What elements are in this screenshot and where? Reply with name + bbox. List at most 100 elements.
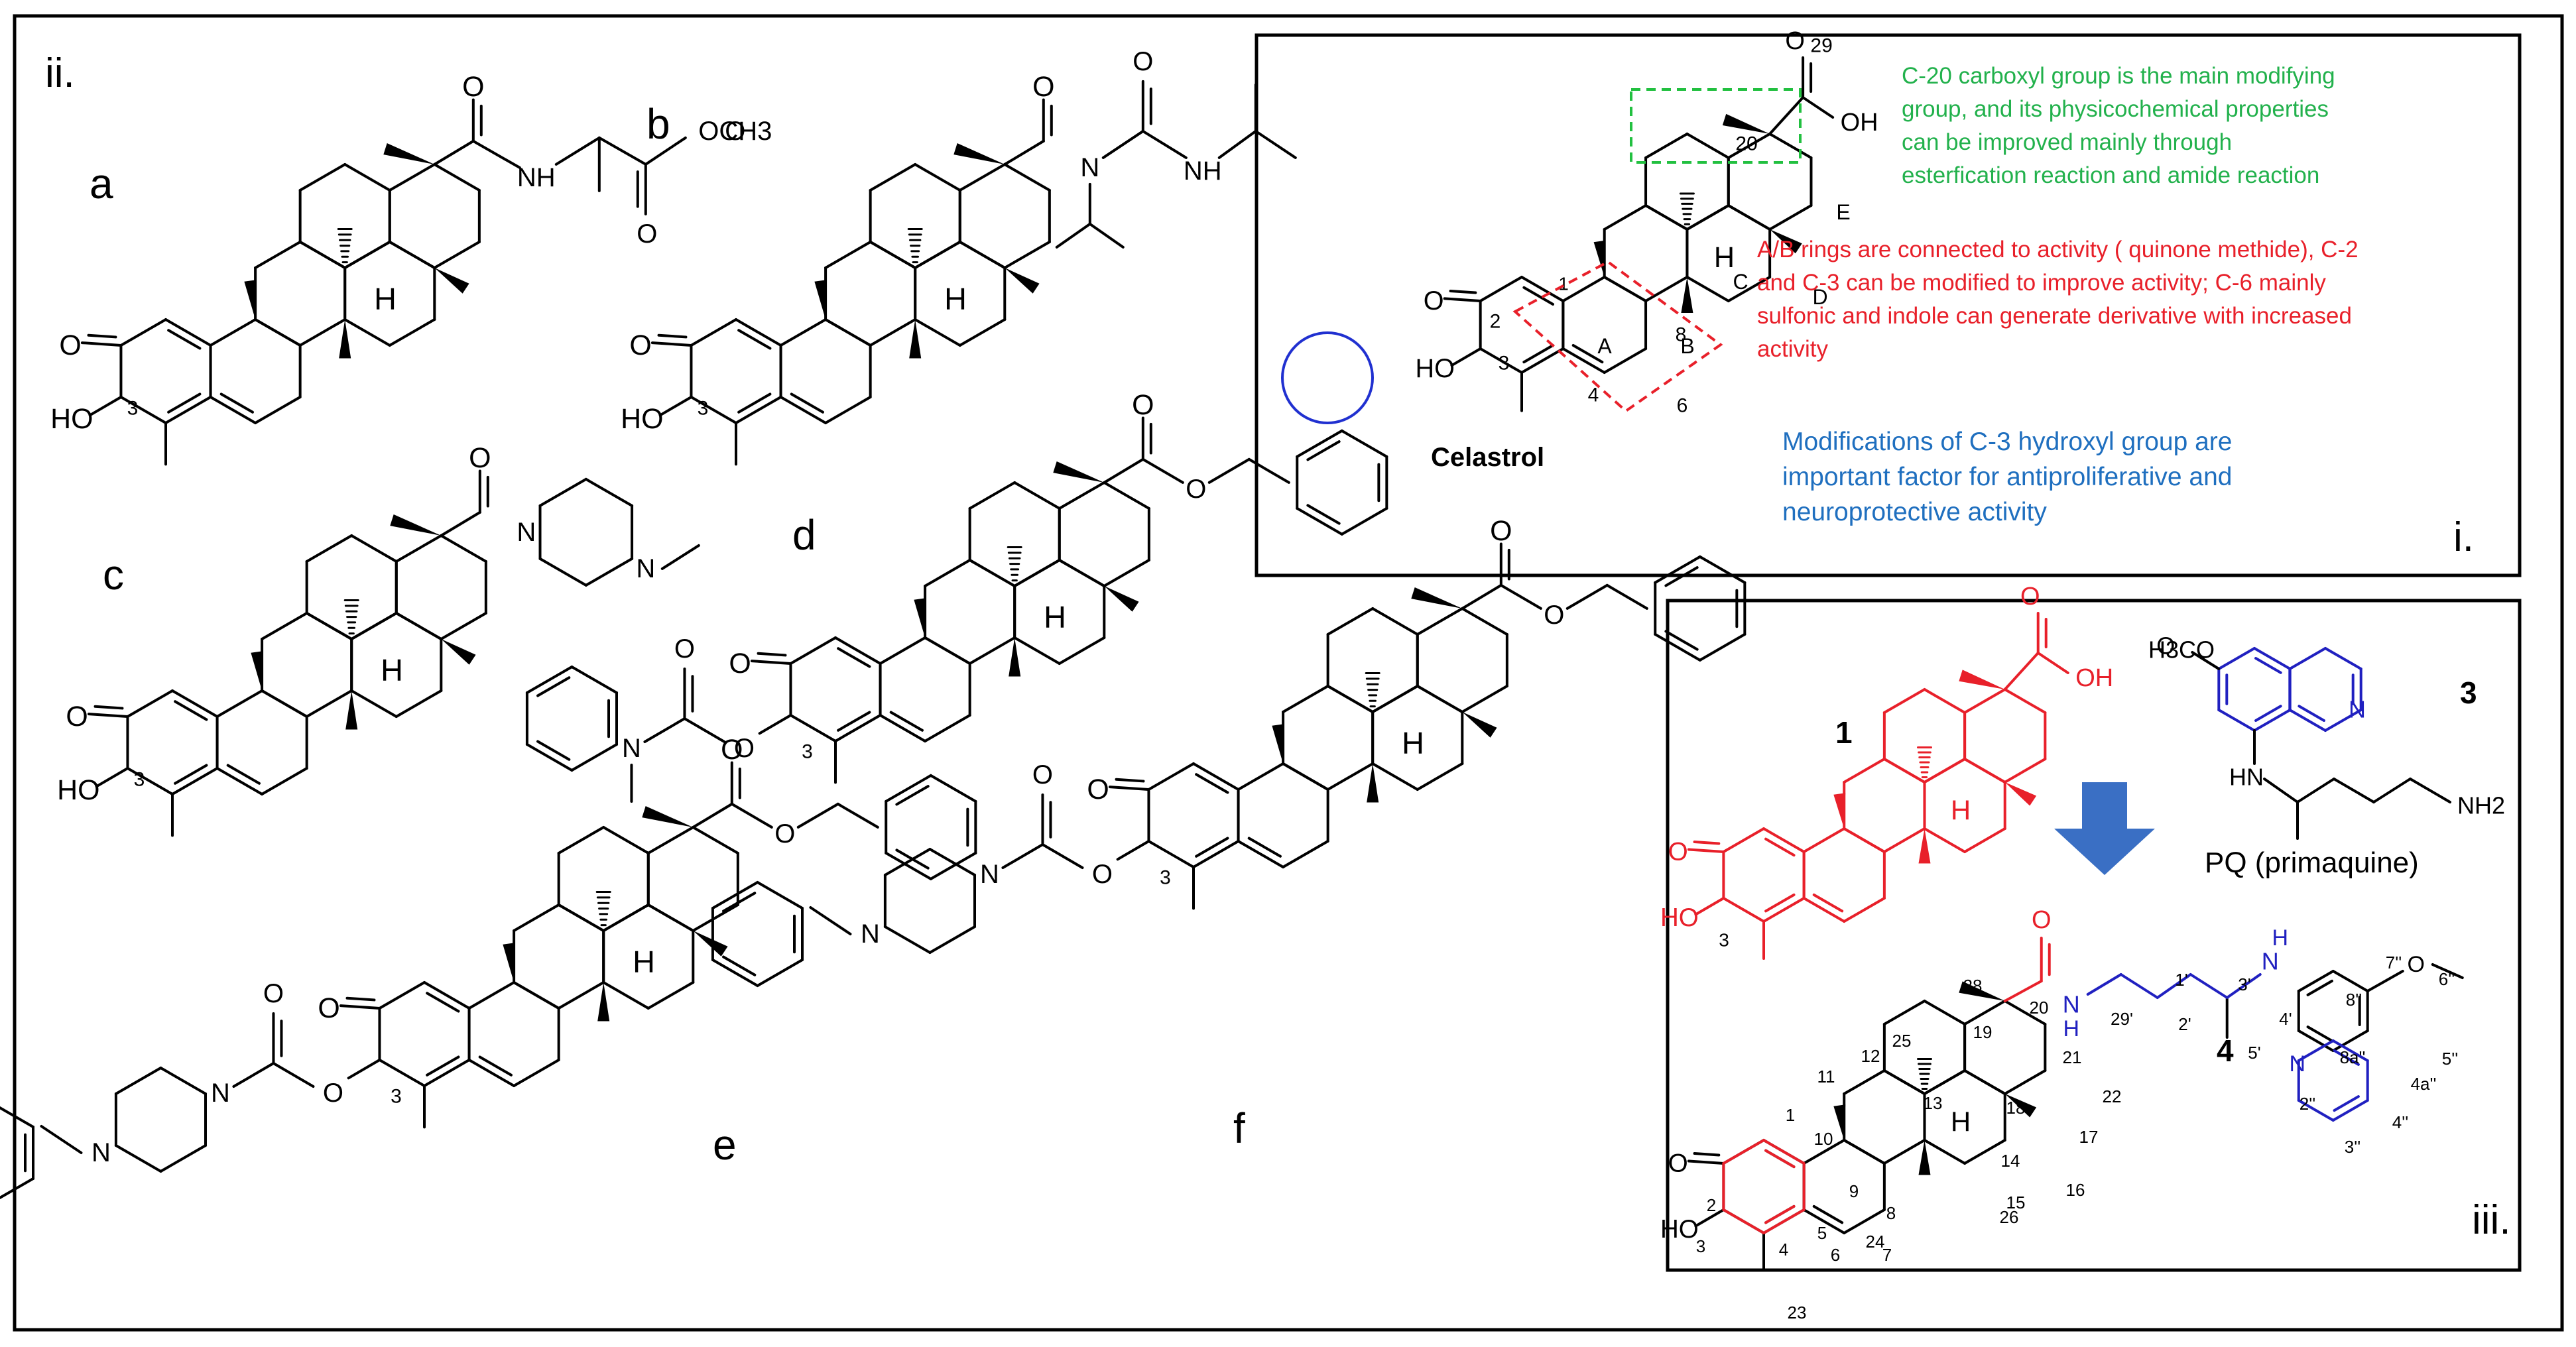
double-bond	[171, 767, 219, 795]
ab-ring-highlight-box	[1512, 260, 1723, 413]
c20-methyl	[1722, 113, 1770, 134]
hydroxyl-label: HO	[1660, 904, 1699, 932]
bond	[232, 1062, 275, 1088]
c3-oh-bond	[758, 714, 792, 735]
bond	[2003, 652, 2040, 691]
bond	[2296, 778, 2335, 803]
double-bond-inner	[1522, 344, 1555, 364]
ring-bond	[1461, 607, 1508, 636]
ring-bond	[1562, 276, 1606, 302]
piperazine-n4: N	[636, 554, 655, 583]
ring-bond	[0, 1177, 34, 1200]
c29-label: 29	[1810, 35, 1832, 57]
double-bond-inner	[1449, 289, 1477, 294]
double-bond-inner	[1764, 1204, 1796, 1224]
cmpd4-position-24: 25	[1892, 1031, 1912, 1051]
ring-bond	[298, 318, 347, 347]
double-bond-inner	[536, 676, 571, 697]
double-bond	[711, 959, 759, 987]
ring-bond	[646, 904, 695, 932]
ring-bond	[298, 163, 347, 192]
ring-bond	[1686, 204, 1730, 231]
ring-bond	[1147, 840, 1195, 868]
bond	[554, 136, 601, 166]
ring-bond	[1371, 607, 1419, 636]
cmpd4-position-34: 3''	[2345, 1137, 2361, 1157]
c20-methyl	[390, 514, 442, 536]
ring-bond	[2003, 1000, 2047, 1025]
hydroxyl-label: HO	[621, 403, 663, 435]
double-bond-inner	[167, 329, 202, 350]
c3-oh-bond	[347, 1059, 381, 1080]
bond	[643, 717, 686, 743]
cmpd4-position-32: 5'	[2248, 1043, 2260, 1063]
double-bond	[1687, 1159, 1725, 1165]
ring-bond	[1727, 276, 1772, 302]
double-bond	[2331, 1039, 2369, 1062]
double-bond-inner	[895, 785, 930, 806]
ring-bond	[1479, 347, 1523, 374]
double-bond	[2297, 1029, 2335, 1052]
ring-bond	[388, 241, 436, 269]
celastrol-oh: OH	[1841, 109, 1878, 137]
compound-b-label: b	[646, 100, 670, 148]
ring-bond	[869, 163, 917, 192]
double-bond	[1520, 347, 1565, 374]
bond	[1217, 129, 1257, 159]
ring-bond	[513, 1059, 560, 1087]
double-bond-inner	[837, 647, 871, 668]
ring-bond	[1340, 429, 1388, 458]
bond	[2189, 973, 2229, 999]
cmpd4-position-20: 21	[2063, 1047, 2082, 1067]
double-bond-inner	[837, 711, 871, 732]
bond	[660, 544, 700, 570]
double-bond-inner	[1693, 841, 1721, 845]
double-bond-inner	[1764, 893, 1796, 913]
double-bond	[525, 743, 574, 772]
bond	[644, 136, 687, 166]
bond	[1605, 583, 1648, 610]
ring-bond	[254, 241, 302, 269]
double-bond	[1296, 506, 1343, 536]
ring-b-label: B	[1680, 334, 1694, 358]
double-bond	[215, 767, 264, 795]
double-bond	[87, 713, 129, 718]
ring-bond	[254, 318, 302, 347]
c4-label: 4	[1588, 384, 1599, 406]
och3-label: OCH3	[698, 117, 772, 146]
cmpd4-position-25: 26	[2000, 1207, 2019, 1227]
cmpd4-position-23: 24	[1866, 1232, 1885, 1252]
ring-bond	[350, 534, 398, 563]
double-bond	[750, 660, 792, 665]
methyl-wedge	[1770, 229, 1802, 254]
bond	[1499, 583, 1542, 610]
methyl-wedge	[1462, 712, 1497, 738]
double-bond	[834, 714, 882, 742]
ring-bond	[1058, 481, 1106, 510]
carbonyl-bond	[1103, 457, 1144, 484]
ring-bond	[1282, 840, 1329, 868]
ring-bond	[305, 612, 353, 640]
ring-bond	[1923, 1139, 1967, 1165]
ring-bond	[2003, 688, 2047, 714]
ring-bond	[378, 1059, 426, 1087]
double-bond-inner	[478, 1055, 513, 1077]
ring-bond	[1963, 1000, 2006, 1025]
piperazine-n2: N	[861, 919, 880, 949]
ring-bond	[1416, 607, 1464, 636]
double-bond	[2297, 970, 2335, 992]
ring-bond	[646, 981, 695, 1010]
cmpd4-position-15: 16	[2066, 1180, 2085, 1200]
ring-bond	[433, 241, 481, 269]
cmpd4-position-28: 1'	[2175, 970, 2187, 990]
cmpd4-position-18: 19	[1973, 1022, 1993, 1042]
ring-bond	[114, 1067, 162, 1095]
ring-bond	[1326, 607, 1375, 636]
bond	[2263, 778, 2299, 803]
double-bond	[164, 396, 212, 424]
double-bond	[1654, 555, 1701, 584]
methyl-wedge	[434, 268, 469, 294]
ring-bond	[1698, 632, 1747, 662]
bond	[2191, 651, 2221, 670]
ring-bond	[2217, 647, 2256, 670]
